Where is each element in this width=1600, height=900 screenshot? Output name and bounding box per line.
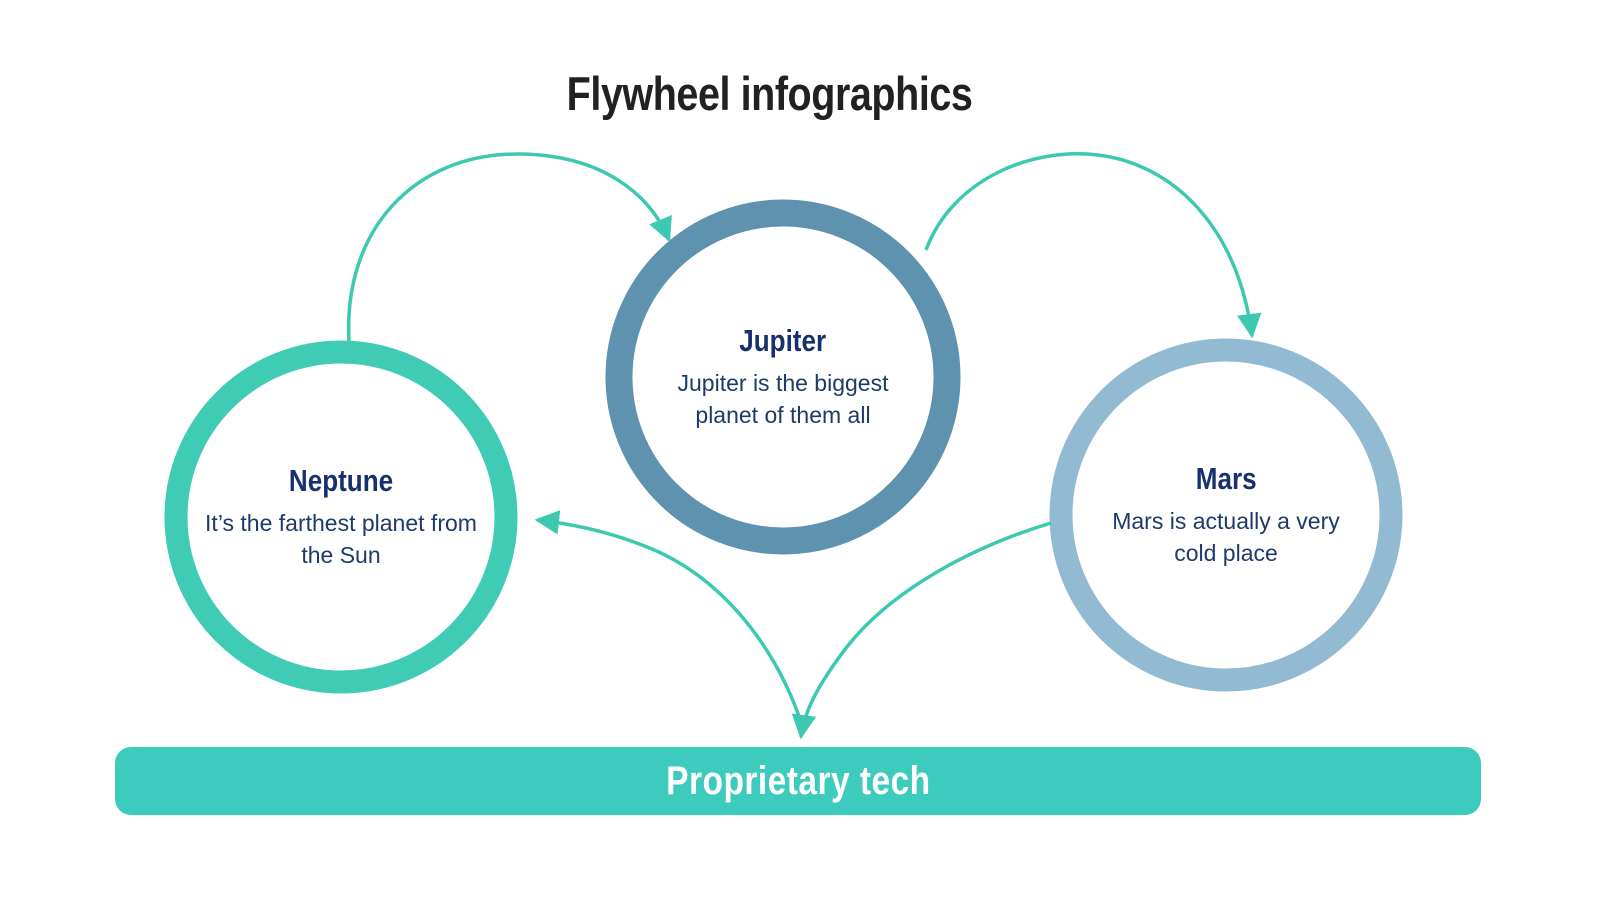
neptune-node: Neptune It’s the farthest planet from th…: [191, 367, 491, 667]
mars-circle-ring: [1049, 338, 1403, 692]
mars-heading-text: Mars: [1195, 461, 1257, 496]
jupiter-circle-ring: [605, 199, 961, 555]
arrow-jupiter-to-mars: [924, 152, 1262, 339]
mars-heading: Mars: [1190, 461, 1262, 497]
jupiter-description: Jupiter is the biggest planet of them al…: [677, 370, 889, 428]
neptune-heading: Neptune: [279, 463, 403, 499]
jupiter-heading: Jupiter: [731, 323, 834, 359]
mars-node: Mars Mars is actually a very cold place: [1076, 365, 1376, 665]
mars-description: Mars is actually a very cold place: [1112, 508, 1340, 566]
arrow-neptune-to-jupiter: [346, 152, 672, 342]
jupiter-heading-text: Jupiter: [739, 323, 827, 358]
neptune-description: It’s the farthest planet from the Sun: [205, 510, 477, 568]
banner-label: Proprietary tech: [665, 758, 931, 803]
arrow-mars-to-banner: [791, 521, 1052, 740]
page-title-text: Flywheel infographics: [567, 67, 973, 120]
neptune-heading-text: Neptune: [288, 463, 394, 498]
neptune-circle-ring: [164, 340, 518, 694]
jupiter-node: Jupiter Jupiter is the biggest planet of…: [633, 227, 933, 527]
proprietary-tech-banner: Proprietary tech: [115, 747, 1481, 815]
page-title: Flywheel infographics: [0, 66, 1540, 121]
arrow-banner-to-neptune: [534, 510, 805, 729]
